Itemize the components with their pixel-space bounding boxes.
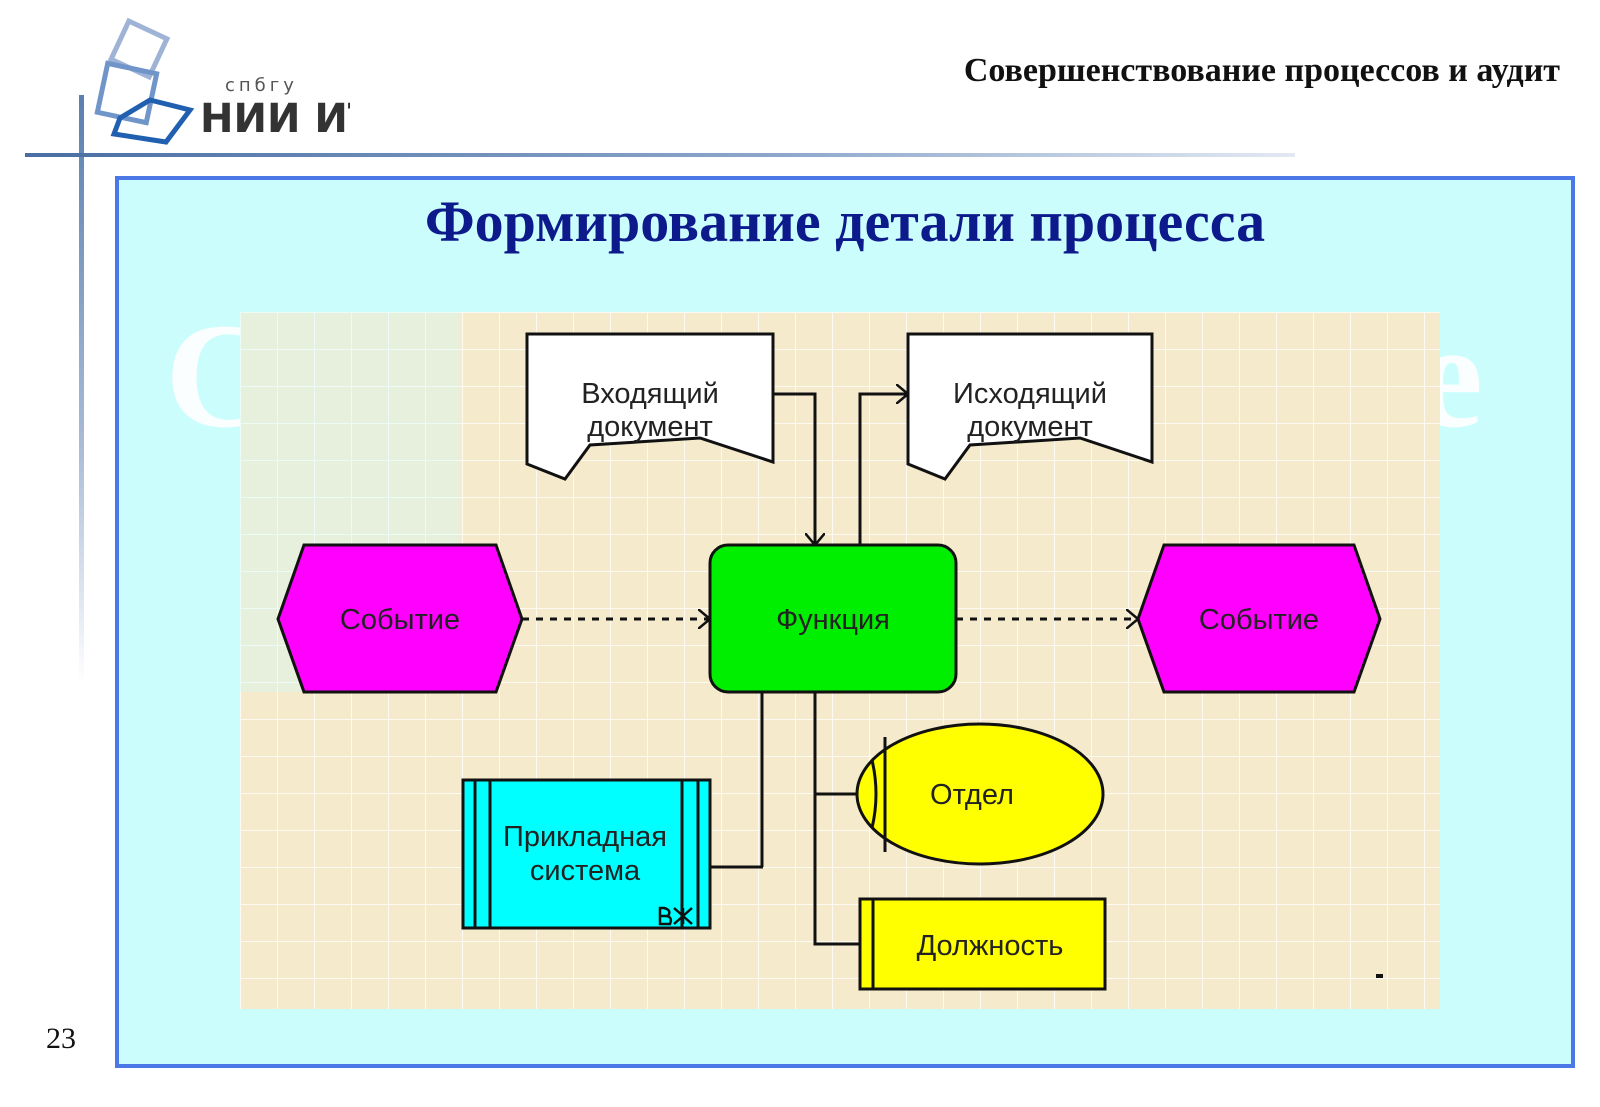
input-doc-line-2: документ: [587, 411, 713, 443]
application-system: Прикладная система: [461, 778, 712, 930]
connectors: [522, 392, 1138, 946]
page-number: 23: [46, 1022, 76, 1055]
function-label: Функция: [776, 604, 890, 636]
input-doc-line-1: Входящий: [581, 378, 719, 410]
input-document: Входящий документ: [525, 332, 775, 481]
logo-main-text: НИИ ИТ: [200, 96, 350, 142]
small-dot: [1376, 974, 1383, 978]
logo-top-text: спбгу: [225, 75, 298, 96]
slide-title: Формирование детали процесса: [424, 189, 1266, 254]
event-right: Событие: [1136, 543, 1382, 694]
logo: спбгу НИИ ИТ: [94, 18, 350, 145]
function: Функция: [708, 543, 958, 694]
system-line-2: система: [530, 855, 641, 887]
connector-system: [760, 692, 764, 869]
connector-position: [813, 794, 860, 946]
event-left: Событие: [276, 543, 524, 694]
logo-squares-icon: [94, 18, 195, 145]
output-doc-line-1: Исходящий: [953, 378, 1107, 410]
header-title: Совершенствование процессов и аудит: [963, 52, 1560, 89]
system-type-icon: [658, 906, 693, 926]
department-label: Отдел: [930, 779, 1014, 811]
event-left-label: Событие: [340, 604, 460, 636]
output-document: Исходящий документ: [906, 332, 1154, 481]
department: Отдел: [855, 722, 1105, 866]
system-line-1: Прикладная: [503, 821, 667, 853]
vertical-rule: [79, 95, 84, 685]
connector-output-doc: [858, 394, 908, 545]
position-label: Должность: [917, 930, 1064, 962]
event-right-label: Событие: [1199, 604, 1319, 636]
process-diagram: Входящий документ Исходящий документ Соб…: [240, 312, 1440, 1009]
connector-input-doc: [762, 392, 815, 545]
horizontal-rule: [25, 153, 1295, 157]
position: Должность: [858, 897, 1107, 991]
output-doc-line-2: документ: [967, 411, 1093, 443]
